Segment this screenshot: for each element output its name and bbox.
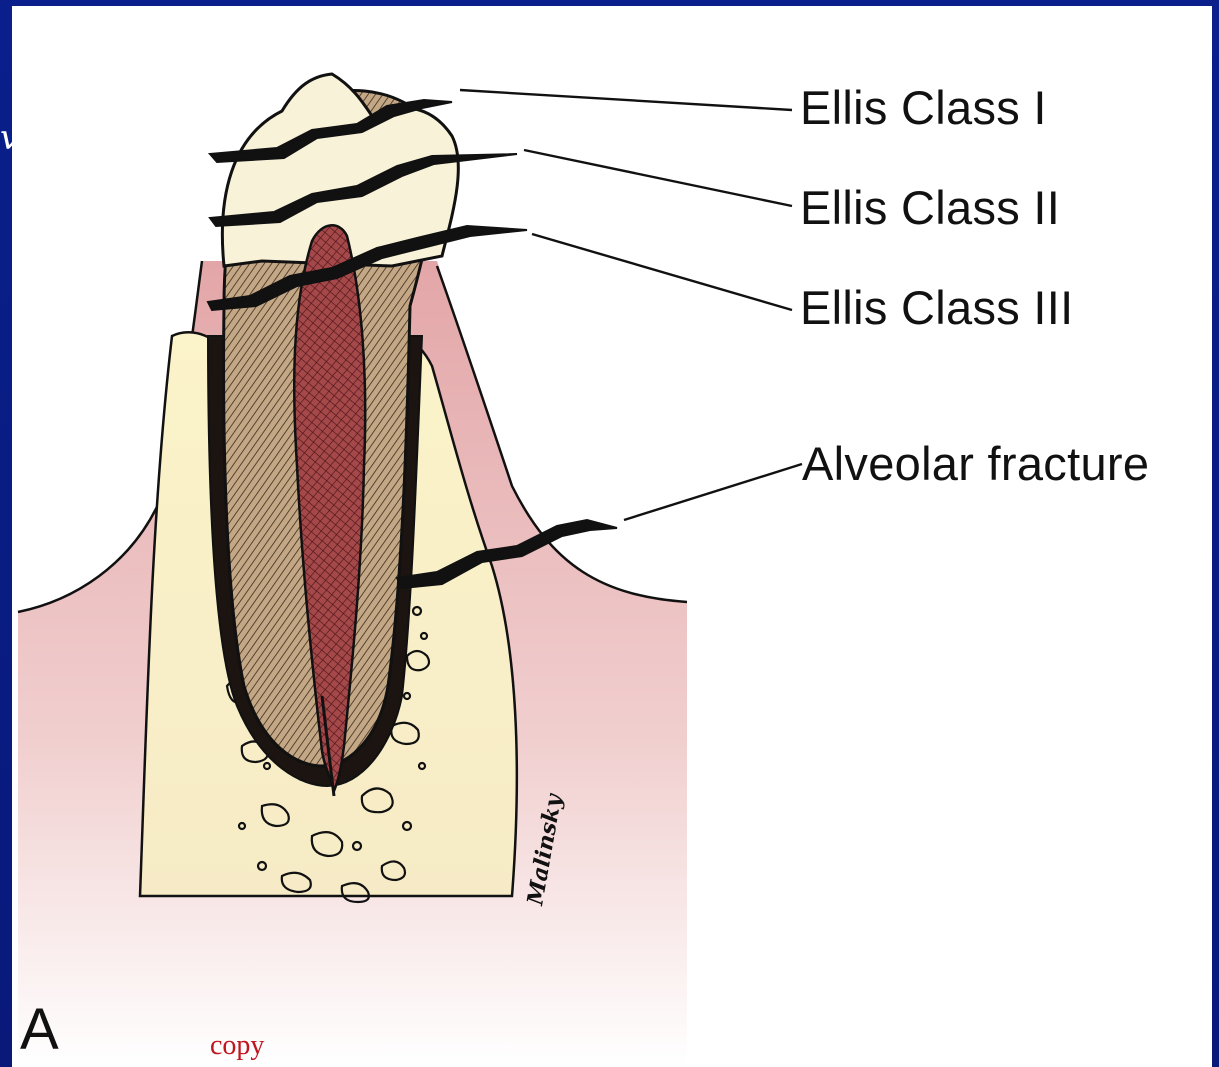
leader-class1 (460, 90, 792, 110)
copy-watermark: copy (210, 1030, 264, 1062)
tooth-illustration: Malinsky (12, 6, 1212, 1067)
label-ellis-class-1: Ellis Class I (800, 80, 1047, 135)
label-alveolar-fracture: Alveolar fracture (802, 436, 1149, 491)
leader-class3 (532, 234, 792, 310)
label-ellis-class-2: Ellis Class II (800, 180, 1060, 235)
figure-panel: Malinsky Ellis Class I Ellis Class II El… (12, 6, 1212, 1067)
label-ellis-class-3: Ellis Class III (800, 280, 1074, 335)
leader-alveolar (624, 464, 802, 520)
panel-letter: A (20, 996, 59, 1063)
leader-class2 (524, 150, 792, 206)
